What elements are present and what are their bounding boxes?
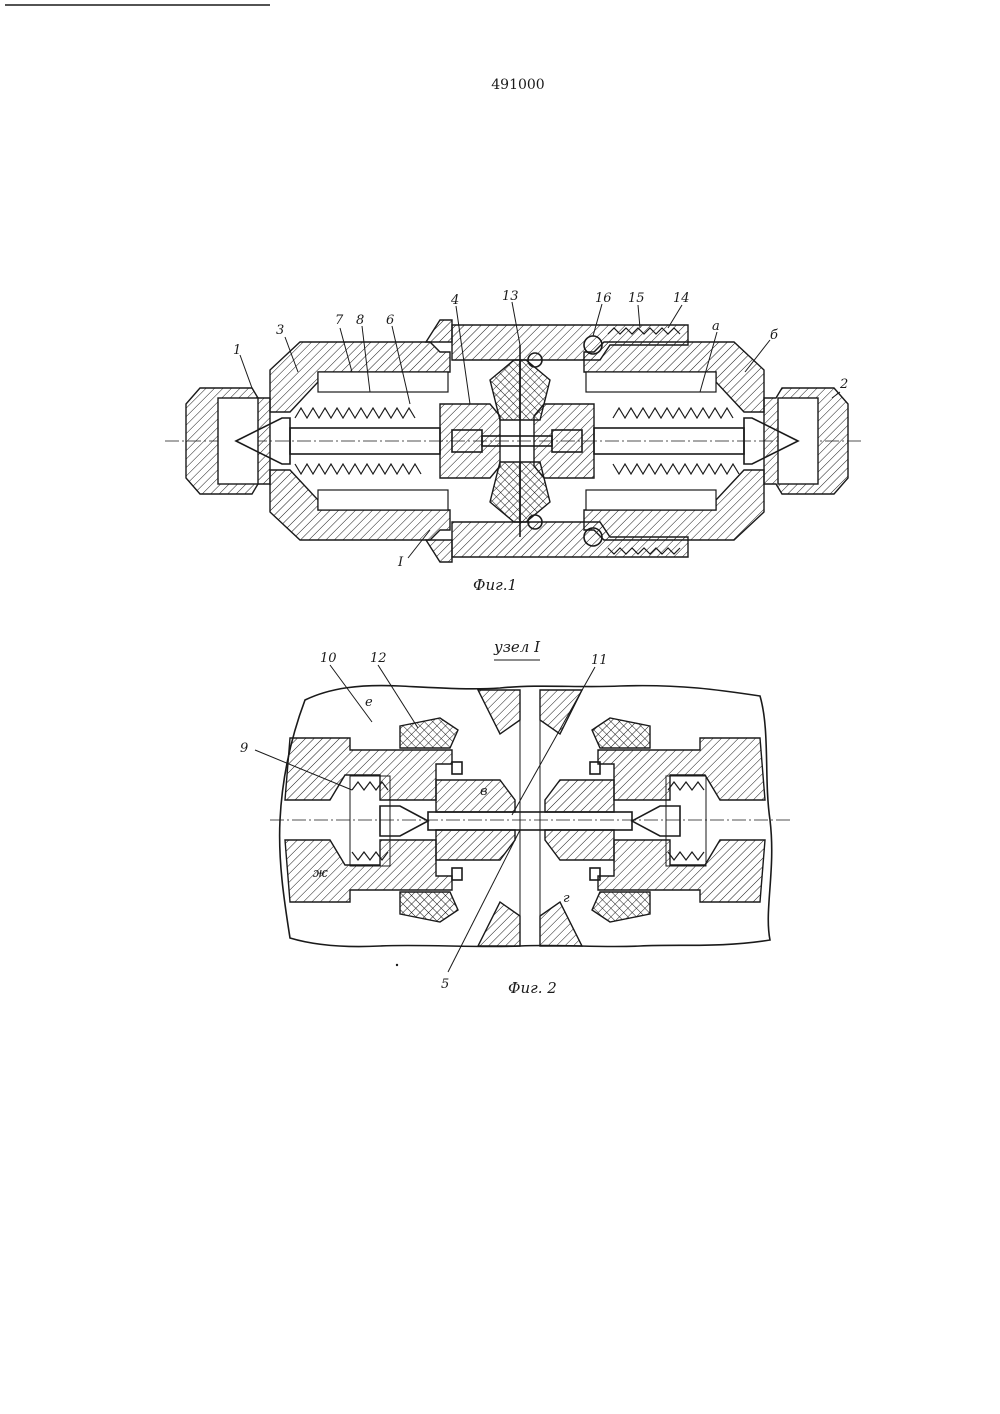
figure-1-drawing bbox=[165, 302, 862, 562]
figure-2-drawing bbox=[255, 665, 790, 972]
fig2-label-9: 9 bbox=[240, 741, 248, 756]
fig1-label-8: 8 bbox=[356, 313, 364, 328]
fig2-label-5: 5 bbox=[441, 977, 449, 992]
patent-number: 491000 bbox=[491, 77, 544, 93]
fig2-caption: Фиг. 2 bbox=[508, 979, 557, 997]
fig2-label-e: е bbox=[365, 695, 373, 710]
fig1-label-6: 6 bbox=[386, 313, 394, 328]
fig1-label-a: а bbox=[712, 319, 720, 334]
fig1-label-7: 7 bbox=[335, 313, 344, 328]
detail-stem bbox=[428, 812, 632, 830]
fig2-title: узел I bbox=[493, 638, 541, 656]
detail-seal-top bbox=[478, 690, 520, 734]
fig1-label-16: 16 bbox=[595, 291, 612, 306]
fig1-label-b: б bbox=[770, 328, 778, 343]
detail-ring-right-top bbox=[592, 718, 650, 748]
fig2-label-12: 12 bbox=[370, 651, 387, 666]
fig1-label-13: 13 bbox=[502, 289, 519, 304]
fig1-label-2: 2 bbox=[839, 377, 848, 392]
right-coupling-head bbox=[534, 404, 594, 478]
right-spring bbox=[613, 408, 733, 418]
fig2-label-v: в bbox=[480, 784, 488, 799]
fig1-label-15: 15 bbox=[628, 291, 645, 306]
detail-spring-right bbox=[668, 782, 704, 860]
fig1-caption: Фиг.1 bbox=[473, 576, 517, 594]
fig2-label-11: 11 bbox=[591, 653, 608, 668]
fig1-label-1: 1 bbox=[233, 343, 241, 358]
fig2-label-10: 10 bbox=[320, 651, 337, 666]
fig1-label-4: 4 bbox=[450, 293, 459, 308]
fig1-label-3: 3 bbox=[276, 323, 284, 338]
left-spring bbox=[295, 408, 415, 418]
left-coupling-head bbox=[440, 404, 500, 478]
fig1-label-I: I bbox=[397, 555, 404, 570]
fig2-label-zh: ж bbox=[313, 866, 328, 881]
fig2-label-g: г bbox=[563, 891, 570, 906]
fig1-label-14: 14 bbox=[673, 291, 690, 306]
detail-seal-bottom bbox=[478, 902, 520, 946]
stray-dot bbox=[396, 964, 398, 966]
detail-ring-left-top bbox=[400, 718, 458, 748]
detail-break-outline bbox=[280, 686, 772, 947]
